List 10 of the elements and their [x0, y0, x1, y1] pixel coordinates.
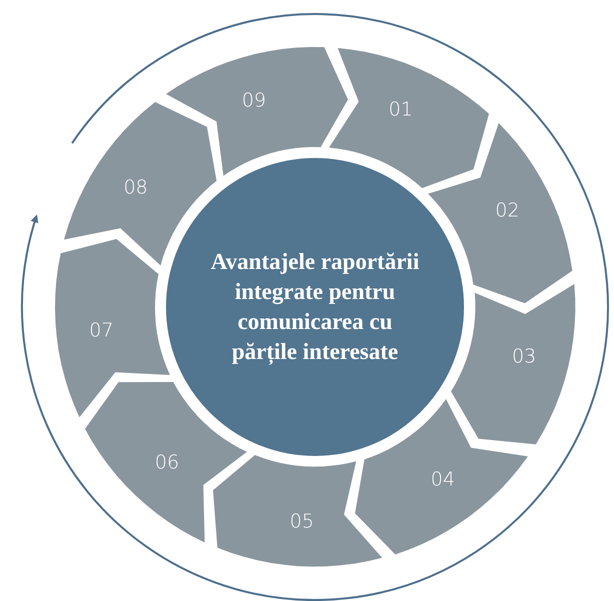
- step-number: 02: [495, 202, 520, 221]
- step-number: 05: [290, 512, 314, 532]
- step-number: 09: [242, 91, 266, 110]
- step-number: 04: [430, 470, 455, 490]
- step-number: 03: [512, 348, 536, 367]
- step-number: 01: [388, 100, 413, 120]
- step-number: 06: [154, 453, 180, 472]
- step-number: 07: [89, 322, 114, 341]
- center-title: Avantajele raportării integrate pentru comunicarea cu părțile interesate: [210, 248, 420, 367]
- step-number: 08: [124, 178, 148, 198]
